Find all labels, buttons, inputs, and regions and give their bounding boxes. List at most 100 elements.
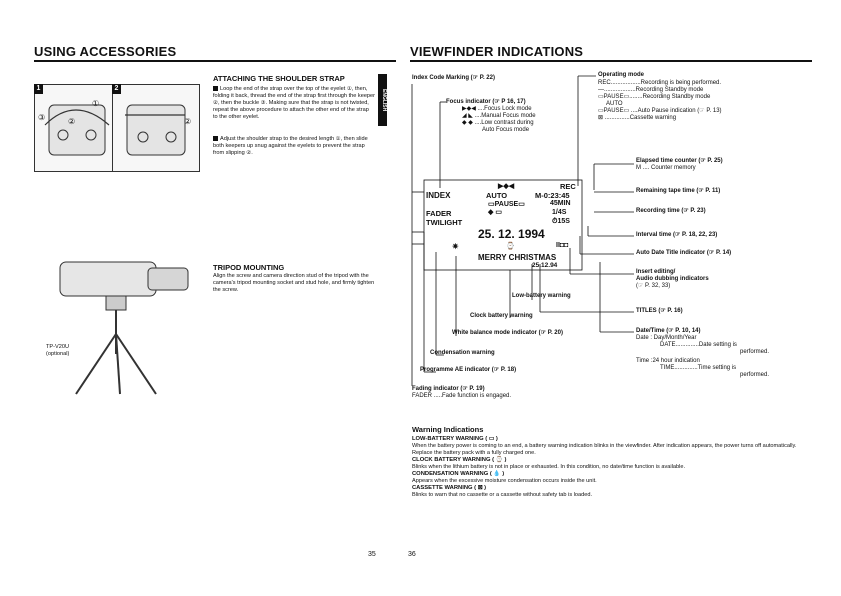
label-counter-memory: M .... Counter memory (636, 165, 696, 171)
tripod-model-note: (optional) (46, 351, 70, 357)
label-fading-text: Fading indicator (☞ P. 19) (412, 386, 485, 392)
label-clock-battery: Clock battery warning (470, 313, 533, 320)
label-time-set2: performed. (740, 372, 770, 378)
warning-lowbatt-head: LOW-BATTERY WARNING ( ▭ ) (412, 436, 498, 442)
label-time-format: Time :24 hour indication (636, 358, 700, 364)
screen-sun-icon: ✷ (452, 242, 459, 251)
label-elapsed-text: Elapsed time counter (☞ P. 25) (636, 158, 723, 164)
label-low-battery: Low-battery warning (512, 293, 571, 300)
label-focus-text: Focus indicator (☞ P 16, 17) (446, 99, 526, 105)
screen-focus-symbol: ▶◆◀ (498, 183, 515, 190)
right-page-number: 36 (408, 551, 416, 558)
label-dash: —...................Recording Standby mo… (598, 87, 704, 93)
shoulder-step-2-text: Adjust the shoulder strap to the desired… (213, 136, 368, 156)
screen-auto: AUTO (486, 191, 508, 200)
left-title-rule (34, 60, 396, 62)
label-datetime: Date/Time (☞ P. 10, 14) (636, 328, 701, 335)
label-elapsed: Elapsed time counter (☞ P. 25) (636, 158, 723, 165)
label-program-ae: Programme AE indicator (☞ P. 18) (420, 367, 516, 374)
label-index-code-text: Index Code Marking (☞ P. 22) (412, 75, 495, 81)
label-auto-date: Auto Date Title indicator (☞ P. 14) (636, 250, 731, 257)
warning-clock-body: Blinks when the lithium battery is not i… (412, 464, 686, 470)
callout-2: ② (68, 117, 76, 126)
screen-pause: ▭PAUSE▭ (488, 201, 525, 208)
label-white-balance-text: White balance mode indicator (☞ P. 20) (452, 330, 563, 336)
screen-rec-time: 1/4S (552, 209, 567, 216)
warning-cass-head: CASSETTE WARNING ( ⊠ ) (412, 485, 487, 491)
step-1-bullet (213, 86, 218, 92)
label-date-set: DATE..............Date setting is (660, 342, 737, 348)
label-audio-dub: Audio dubbing indicators (636, 276, 709, 283)
label-auto-pause: ▭PAUSE▭ ....Auto Pause indication (☞ P. … (598, 108, 722, 114)
screen-date: 25. 12. 1994 (478, 227, 545, 241)
label-white-balance: White balance mode indicator (☞ P. 20) (452, 330, 563, 337)
strap-figure-2-badge: 2 (112, 84, 121, 94)
label-audio-dub-ref: (☞ P. 32, 33) (636, 283, 671, 289)
strap-figure-2 (112, 84, 200, 172)
label-index-code: Index Code Marking (☞ P. 22) (412, 75, 495, 82)
screen-rec: REC (560, 182, 576, 191)
tripod-figure (36, 244, 198, 396)
tripod-body: Align the screw and camera direction stu… (213, 273, 375, 293)
label-date-format: Date : Day/Month/Year (636, 335, 697, 341)
english-side-tab: ENGLISH (378, 74, 387, 126)
label-program-ae-text: Programme AE indicator (☞ P. 18) (420, 367, 517, 373)
callout-2b: ② (184, 117, 192, 126)
left-page-title: USING ACCESSORIES (34, 44, 177, 59)
label-interval-text: Interval time (☞ P. 18, 22, 23) (636, 232, 718, 238)
callout-3: ③ (38, 113, 46, 122)
warning-clock-head: CLOCK BATTERY WARNING ( ⌚ ) (412, 457, 507, 463)
screen-clock-icon: ⌚ (506, 243, 515, 250)
strap-figure-1-drawing (44, 104, 110, 156)
shoulder-step-1-text: Loop the end of the strap over the top o… (213, 86, 376, 120)
screen-interval: ⏱15S (552, 218, 570, 225)
shoulder-strap-heading: ATTACHING THE SHOULDER STRAP (213, 74, 345, 83)
right-title-rule (410, 60, 812, 62)
screen-date-small: 25.12.94 (532, 262, 558, 269)
tripod-heading: TRIPOD MOUNTING (213, 263, 285, 272)
shoulder-step-1: Loop the end of the strap over the top o… (213, 86, 375, 121)
left-page-number: 35 (368, 551, 376, 558)
label-rec-time-text: Recording time (☞ P. 23) (636, 208, 706, 214)
screen-remaining-min: 45MIN (550, 200, 571, 207)
screen-fader: FADER (426, 209, 452, 218)
label-auto-focus: Auto Focus mode (482, 127, 530, 133)
screen-focus-icon: ◆ ▭ (488, 209, 502, 216)
warning-cond-body: Appears when the excessive moisture cond… (412, 478, 597, 484)
label-remaining-text: Remaining tape time (☞ P. 11) (636, 188, 721, 194)
strap-figure-1-badge: 1 (34, 84, 43, 94)
warning-cass-body: Blinks to warn that no cassette or a cas… (412, 492, 593, 498)
strap-figure-1 (34, 84, 120, 172)
label-pause: ▭PAUSE▭........Recording Standby mode (598, 94, 711, 100)
label-datetime-text: Date/Time (☞ P. 10, 14) (636, 328, 701, 334)
label-titles: TITLES (☞ P. 16) (636, 308, 683, 315)
label-auto: AUTO (606, 101, 623, 107)
screen-counter: M-0:23:45 (535, 191, 570, 200)
label-fader-line: FADER .....Fade function is engaged. (412, 393, 512, 399)
tripod-model: TP-V20U (46, 344, 70, 350)
tripod-figure-drawing (59, 261, 189, 395)
label-operating-mode-text: Operating mode (598, 72, 645, 78)
callout-1: ① (92, 99, 100, 108)
label-manual-focus: ◢ ◣ ....Manual Focus mode (462, 113, 536, 119)
warning-lowbatt-body: When the battery power is coming to an e… (412, 443, 797, 456)
label-insert-text: Insert editing/ (636, 269, 676, 275)
warning-list: LOW-BATTERY WARNING ( ▭ ) When the batte… (412, 436, 802, 499)
strap-figure-2-drawing (125, 104, 186, 156)
label-remaining: Remaining tape time (☞ P. 11) (636, 188, 720, 195)
label-focus-lock: ▶◆◀ ....Focus Lock mode (462, 106, 532, 112)
label-low-contrast: ◆ ◆ ....Low contrast during (462, 120, 534, 126)
label-cassette: ⊠ ...............Cassette warning (598, 115, 677, 121)
screen-title: MERRY CHRISTMAS (478, 253, 557, 262)
screen-twilight: TWILIGHT (426, 218, 463, 227)
screen-dub-indicator: II◘◘ (556, 242, 569, 249)
warning-cond-head: CONDENSATION WARNING ( 💧 ) (412, 471, 505, 477)
label-fading: Fading indicator (☞ P. 19) (412, 386, 485, 393)
label-clock-battery-text: Clock battery warning (470, 313, 533, 319)
label-operating-mode: Operating mode (598, 72, 644, 79)
label-interval: Interval time (☞ P. 18, 22, 23) (636, 232, 717, 239)
label-auto-date-text: Auto Date Title indicator (☞ P. 14) (636, 250, 732, 256)
screen-index: INDEX (426, 191, 451, 200)
label-time-set: TIME..............Time setting is (660, 365, 737, 371)
shoulder-step-2: Adjust the shoulder strap to the desired… (213, 136, 375, 157)
